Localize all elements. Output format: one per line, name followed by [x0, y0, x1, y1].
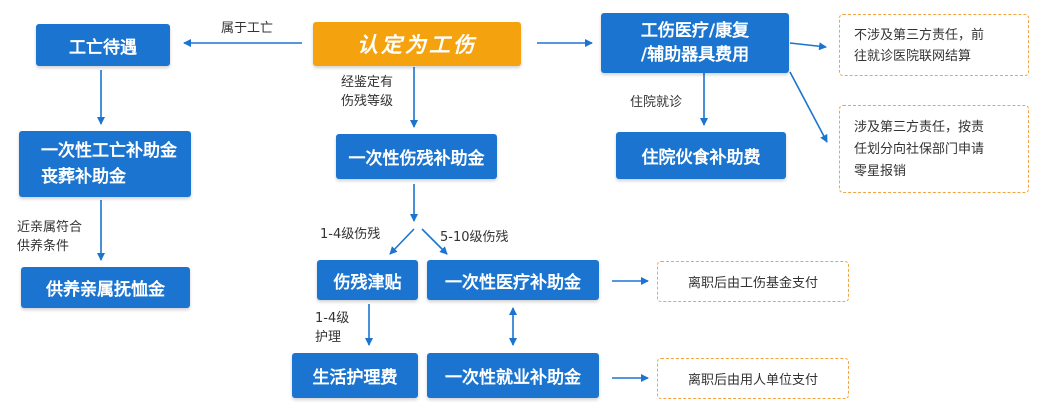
label-grade-5-10: 5-10级伤残	[440, 230, 509, 245]
label-hospitalized: 住院就诊	[630, 95, 683, 110]
disability-lump-sum-box: 一次性伤残补助金	[336, 134, 497, 179]
label-grade-1-4: 1-4级伤残	[320, 227, 381, 242]
label-relatives-condition: 近亲属符合 供养条件	[17, 220, 83, 254]
hospital-food-subsidy-box: 住院伙食补助费	[616, 132, 786, 179]
death-lump-sum-box: 一次性工亡补助金 丧葬补助金	[19, 131, 191, 197]
note-fund-pays: 离职后由工伤基金支付	[657, 261, 849, 302]
employment-lump-sum-box: 一次性就业补助金	[427, 353, 599, 398]
arrow-to-medical-lump	[421, 228, 448, 255]
dependent-pension-box: 供养亲属抚恤金	[21, 267, 190, 308]
recognized-injury-box: 认定为工伤	[313, 22, 521, 66]
medical-rehab-box: 工伤医疗/康复 /辅助器具费用	[601, 13, 789, 73]
work-death-benefit-box: 工亡待遇	[36, 24, 170, 66]
arrow-to-note-third	[789, 71, 828, 143]
note-third-party: 涉及第三方责任，按责 任划分向社保部门申请 零星报销	[839, 105, 1029, 193]
medical-lump-sum-box: 一次性医疗补助金	[427, 260, 599, 300]
note-no-third-party: 不涉及第三方责任，前 往就诊医院联网结算	[839, 14, 1029, 76]
label-appraised: 经鉴定有 伤残等级	[341, 75, 394, 109]
note-employer-pays: 离职后由用人单位支付	[657, 358, 849, 399]
disability-allowance-box: 伤残津贴	[317, 260, 418, 300]
label-nursing-1-4: 1-4级 护理	[315, 311, 350, 345]
arrow-to-allowance	[389, 228, 415, 255]
label-belongs-work-death: 属于工亡	[221, 21, 274, 36]
arrow-to-note-no-third	[789, 42, 827, 51]
nursing-fee-box: 生活护理费	[292, 353, 418, 398]
